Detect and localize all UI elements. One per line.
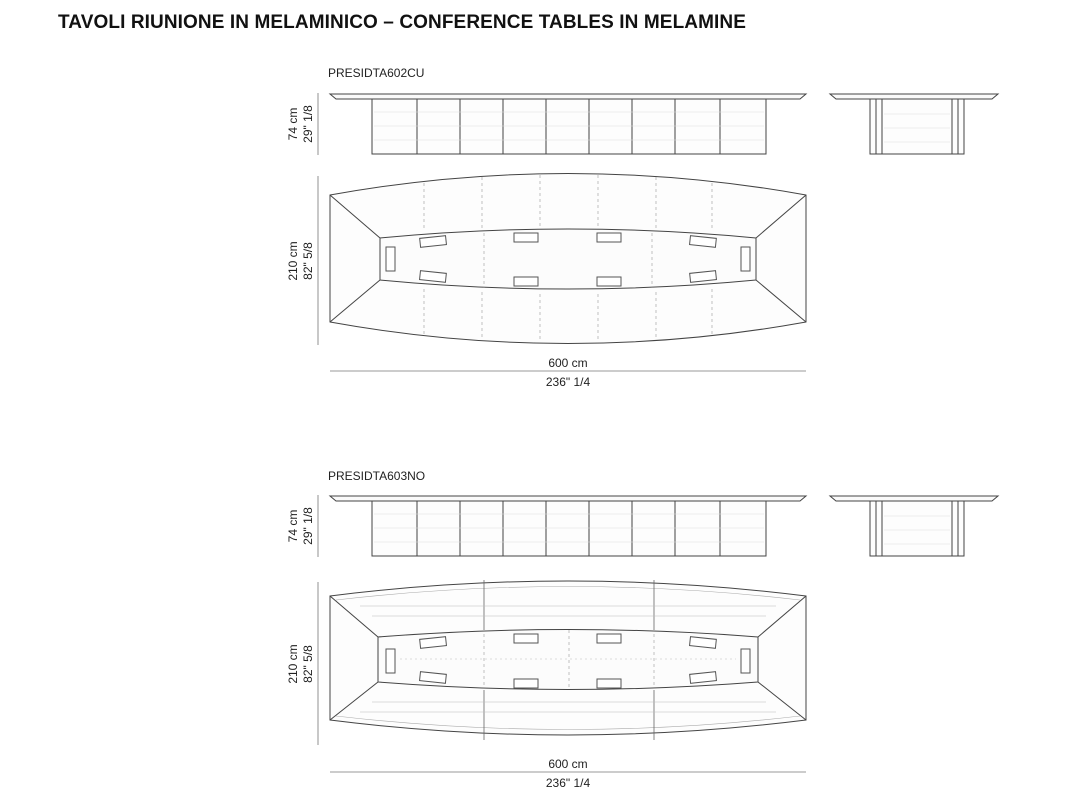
table-1-group: PRESIDTA602CU: [286, 66, 1000, 389]
table-1-side-elevation: [828, 93, 1000, 155]
table-1-cable-ports: [385, 232, 751, 287]
table-2-plan-view: [329, 580, 807, 740]
table-1-depth-cm: 210 cm: [286, 241, 300, 280]
table-1-height-in: 29" 1/8: [301, 105, 315, 143]
table-2-height-in: 29" 1/8: [301, 507, 315, 545]
table-1-plan-view: [329, 173, 807, 344]
table-2-group: PRESIDTA603NO: [286, 469, 1000, 790]
table-1-dimensions: [317, 93, 806, 372]
table-2-height-cm: 74 cm: [286, 510, 300, 543]
table-2-depth-in: 82" 5/8: [301, 645, 315, 683]
table-1-height-cm: 74 cm: [286, 108, 300, 141]
table-1-depth-in: 82" 5/8: [301, 242, 315, 280]
table-2-cable-ports: [385, 633, 751, 689]
table-1-width-in: 236" 1/4: [546, 375, 591, 389]
table-2-width-cm: 600 cm: [548, 757, 587, 771]
table-1-front-elevation: [328, 93, 808, 155]
table-2-dimensions: [317, 495, 806, 773]
table-2-front-elevation: [328, 495, 808, 557]
table-1-width-cm: 600 cm: [548, 356, 587, 370]
table-2-side-elevation: [828, 495, 1000, 557]
table-2-depth-cm: 210 cm: [286, 644, 300, 683]
table-1-code: PRESIDTA602CU: [328, 66, 424, 80]
table-2-code: PRESIDTA603NO: [328, 469, 425, 483]
table-2-width-in: 236" 1/4: [546, 776, 591, 790]
page-title: TAVOLI RIUNIONE IN MELAMINICO – CONFEREN…: [58, 12, 746, 33]
